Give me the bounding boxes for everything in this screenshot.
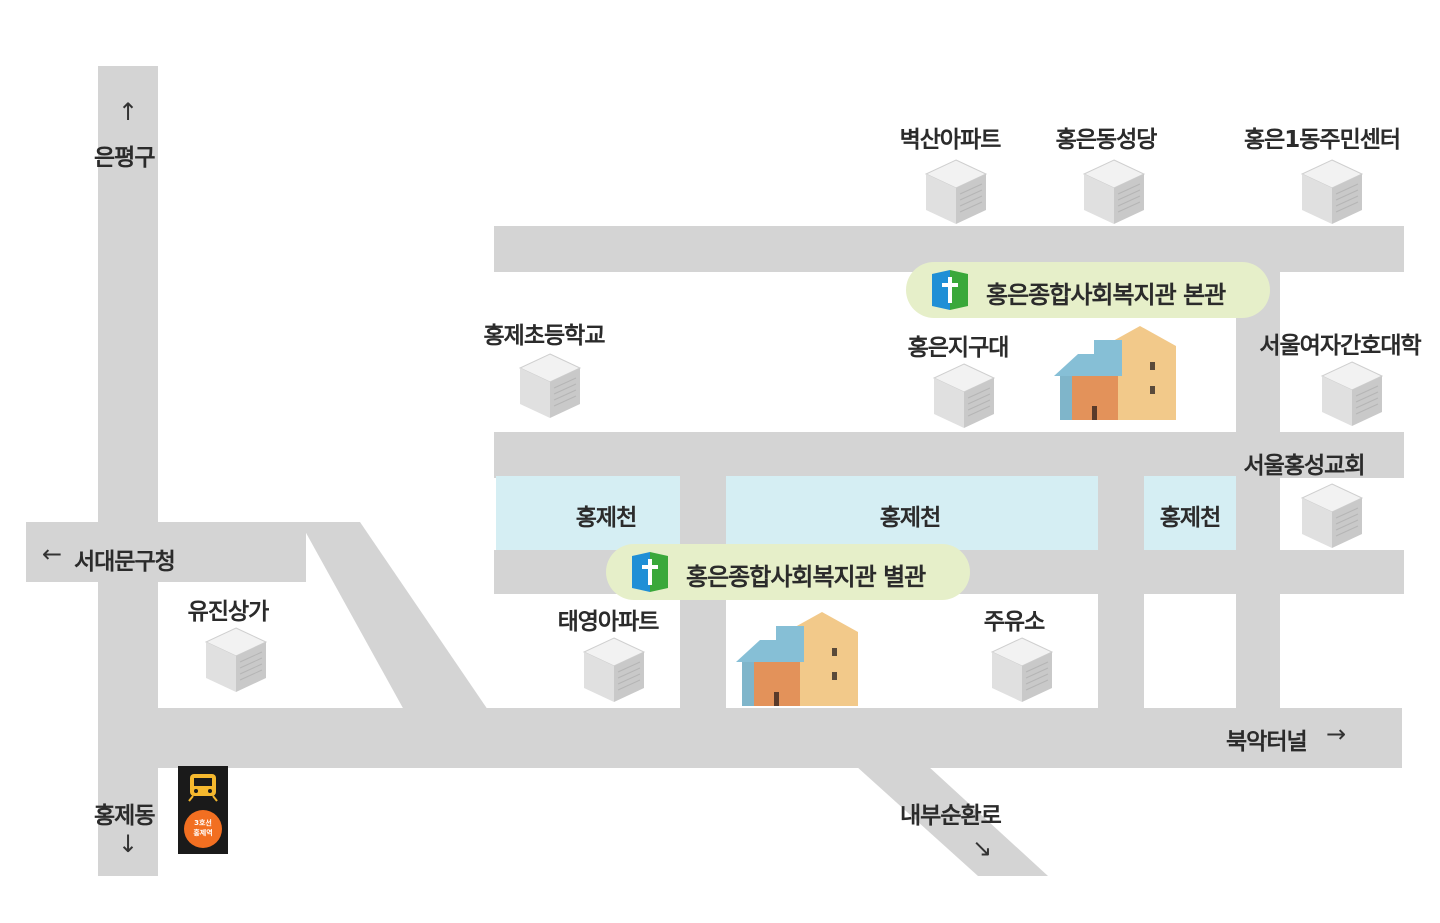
arrow-down-right-icon: ↘ [972, 834, 993, 862]
subway-line-badge: 3호선 홍제역 [184, 810, 222, 848]
label-stream-left: 홍제천 [575, 505, 637, 531]
stream-left [496, 476, 680, 550]
label-southeast-direction: 내부순환로 [900, 803, 1002, 829]
welfare-center-annex-name: 홍은종합사회복지관 별관 [686, 563, 926, 591]
label-gas-station: 주유소 [983, 609, 1045, 635]
road-main-horizontal [98, 708, 1402, 768]
building-icon [1300, 159, 1364, 224]
building-icon [1082, 159, 1146, 224]
arrow-down-icon: ↓ [118, 830, 139, 858]
arrow-right-icon: → [1326, 720, 1347, 748]
label-taeyoung-apt: 태영아파트 [557, 609, 660, 635]
label-stream-right: 홍제천 [1159, 505, 1221, 531]
subway-station-marker: 3호선 홍제역 [178, 766, 228, 854]
welfare-center-main-house-icon [1054, 326, 1176, 420]
label-hongeun-church: 홍은동성당 [1055, 127, 1158, 153]
welfare-cross-logo-icon [932, 270, 968, 310]
label-south-direction: 홍제동 [94, 803, 155, 829]
label-hongseong-church: 서울홍성교회 [1243, 453, 1366, 479]
label-west-direction: 서대문구청 [74, 549, 176, 575]
road-vertical-east [1236, 270, 1280, 710]
road-diagonal-southeast [856, 766, 1048, 876]
building-icon [1300, 483, 1364, 548]
subway-station-label: 홍제역 [193, 829, 213, 837]
stream-right [1144, 476, 1236, 550]
label-yujin-mall: 유진상가 [187, 599, 270, 625]
road-vertical-center-east [1098, 476, 1144, 710]
welfare-center-annex-house-icon [736, 612, 858, 706]
label-hongeun-district: 홍은지구대 [907, 335, 1010, 361]
arrow-left-icon: ← [42, 540, 63, 568]
label-north-direction: 은평구 [94, 145, 155, 171]
building-icon [582, 637, 646, 702]
building-icon [518, 353, 582, 418]
building-icon [932, 363, 996, 428]
label-east-direction: 북악터널 [1226, 729, 1308, 755]
road-diagonal-west [300, 522, 488, 710]
label-community-center: 홍은1동주민센터 [1243, 127, 1401, 153]
building-icon [1320, 361, 1384, 426]
building-icon [990, 637, 1054, 702]
building-icon [924, 159, 988, 224]
road-west-branch [26, 522, 306, 582]
welfare-cross-logo-icon [632, 552, 668, 592]
building-icon [204, 627, 268, 692]
welfare-center-main-name: 홍은종합사회복지관 본관 [986, 281, 1226, 309]
label-stream-center: 홍제천 [879, 505, 941, 531]
label-nursing-college: 서울여자간호대학 [1259, 333, 1421, 359]
subway-line-label: 3호선 [194, 819, 212, 827]
stream-center [726, 476, 1098, 550]
label-hongje-elementary: 홍제초등학교 [483, 323, 606, 349]
arrow-up-icon: ↑ [118, 98, 139, 126]
subway-train-icon [188, 774, 218, 802]
label-byeoksan-apt: 벽산아파트 [899, 127, 1002, 153]
welfare-center-main-label: 홍은종합사회복지관 본관 [906, 262, 1270, 318]
welfare-center-annex-label: 홍은종합사회복지관 별관 [606, 544, 970, 600]
